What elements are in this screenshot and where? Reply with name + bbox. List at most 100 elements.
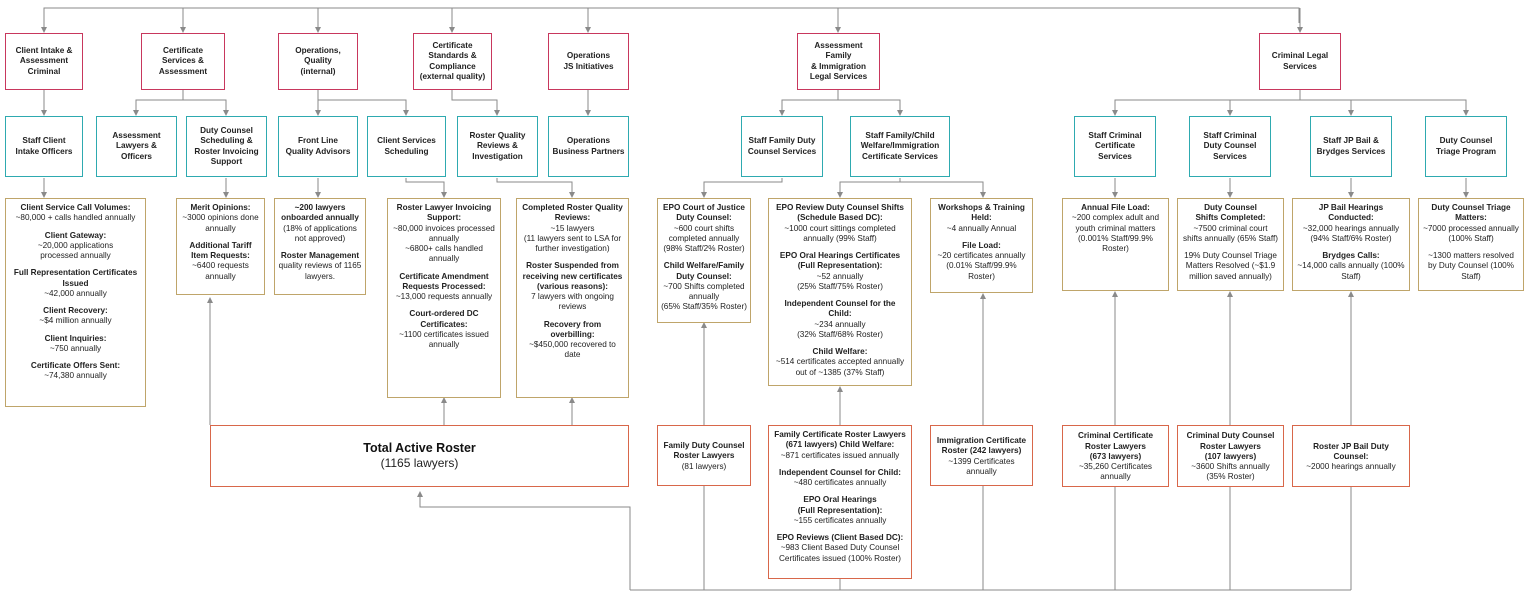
stat-item: ~200 lawyers onboarded annually(18% of a… [281, 203, 359, 244]
stat-item: Client Recovery:~$4 million annually [39, 306, 111, 327]
stat-value: (81 lawyers) [681, 461, 727, 471]
stat-value: ~480 certificates annually [793, 478, 887, 487]
stat-item: Client Gateway:~20,000 applications proc… [38, 231, 113, 262]
unit-staff-family-duty-counsel: Staff Family Duty Counsel Services [741, 116, 823, 177]
unit-label: Staff Criminal Duty Counsel Services [1203, 131, 1257, 161]
stat-value: ~52 annually (25% Staff/75% Roster) [797, 271, 883, 291]
stat-item: Annual File Load:~200 complex adult and … [1072, 203, 1159, 254]
stats-duty-counsel-triage: Duty Counsel Triage Matters:~7000 proces… [1418, 198, 1524, 291]
stat-item: Roster Suspended from receiving new cert… [523, 261, 623, 312]
dept-certificate-services-assessment: Certificate Services & Assessment [141, 33, 225, 90]
dept-label: Criminal Legal Services [1271, 51, 1329, 71]
stat-value: ~1100 certificates issued annually [399, 329, 489, 349]
stat-value: ~3000 opinions done annually [182, 213, 259, 233]
stat-item: Roster JP Bail Duty Counsel:~2000 hearin… [1296, 442, 1406, 473]
stats-client-intake: Client Service Call Volumes:~80,000 + ca… [5, 198, 146, 407]
stat-value: ~234 annually (32% Staff/68% Roster) [797, 319, 883, 339]
stat-value: 7 lawyers with ongoing reviews [531, 292, 614, 312]
stats-roster-quality: Completed Roster Quality Reviews:~15 law… [516, 198, 629, 398]
dept-criminal-legal-services: Criminal Legal Services [1259, 33, 1341, 90]
stat-item: Certificate Offers Sent:~74,380 annually [31, 361, 120, 382]
unit-staff-jp-bail-brydges: Staff JP Bail & Brydges Services [1310, 116, 1392, 177]
stat-item: EPO Court of Justice Duty Counsel:~600 c… [663, 203, 745, 254]
unit-duty-counsel-scheduling: Duty Counsel Scheduling & Roster Invoici… [186, 116, 267, 177]
stats-criminal-duty-counsel: Duty Counsel Shifts Completed:~7500 crim… [1177, 198, 1284, 291]
stat-item: Child Welfare/Family Duty Counsel:~700 S… [661, 261, 747, 312]
stat-item: Client Service Call Volumes:~80,000 + ca… [16, 203, 136, 224]
dept-assessment-family-immigration: Assessment Family & Immigration Legal Se… [797, 33, 880, 90]
stat-heading: Family Duty Counsel Roster Lawyers [663, 441, 745, 461]
stat-heading: Roster Lawyer Invoicing Support: [396, 203, 492, 223]
stat-item: EPO Oral Hearings Certificates (Full Rep… [780, 251, 900, 292]
stat-item: Criminal Certificate Roster Lawyers (673… [1078, 431, 1153, 482]
roster-family-certificate: Family Certificate Roster Lawyers (671 l… [768, 425, 912, 579]
stat-item: Completed Roster Quality Reviews:~15 law… [522, 203, 623, 254]
unit-staff-family-child-welfare-immigration: Staff Family/Child Welfare/Immigration C… [850, 116, 950, 177]
stat-item: Family Duty Counsel Roster Lawyers(81 la… [664, 441, 745, 472]
stat-value: ~3600 Shifts annually (35% Roster) [1191, 462, 1270, 482]
unit-duty-counsel-triage: Duty Counsel Triage Program [1425, 116, 1507, 177]
unit-label: Staff Client Intake Officers [15, 136, 73, 156]
stat-item: Court-ordered DC Certificates:~1100 cert… [399, 309, 489, 350]
unit-label: Staff JP Bail & Brydges Services [1316, 136, 1386, 156]
total-roster-title: Total Active Roster [363, 440, 476, 455]
stat-value: ~4 annually Annual [946, 223, 1017, 233]
stat-value: ~80,000 invoices processed annually ~680… [393, 223, 495, 264]
stats-duty-counsel-scheduling: Merit Opinions:~3000 opinions done annua… [176, 198, 265, 295]
stat-value: ~1000 court sittings completed annually … [784, 223, 896, 243]
stat-item: EPO Review Duty Counsel Shifts (Schedule… [776, 203, 904, 244]
total-roster-subtitle: (1165 lawyers) [380, 456, 459, 471]
stat-heading: Roster JP Bail Duty Counsel: [1313, 441, 1389, 461]
stat-heading: Roster Management [280, 251, 360, 260]
roster-immigration-certificate: Immigration Certificate Roster (242 lawy… [930, 425, 1033, 486]
unit-label: Front Line Quality Advisors [285, 136, 351, 156]
dept-client-intake-assessment-criminal: Client Intake & Assessment Criminal [5, 33, 83, 90]
unit-operations-business-partners: Operations Business Partners [548, 116, 629, 177]
stats-criminal-certificate: Annual File Load:~200 complex adult and … [1062, 198, 1169, 291]
dept-label: Client Intake & Assessment Criminal [15, 46, 73, 76]
stat-item: Criminal Duty Counsel Roster Lawyers (10… [1187, 431, 1275, 482]
stat-value: ~1399 Certificates annually [948, 456, 1015, 476]
stat-heading: JP Bail Hearings Conducted: [1318, 203, 1384, 223]
stat-item: Workshops & Training Held:~4 annually An… [938, 203, 1025, 234]
unit-label: Roster Quality Reviews & Investigation [469, 131, 526, 161]
stat-heading: Client Inquiries: [44, 333, 107, 343]
stat-heading: Duty Counsel Shifts Completed: [1195, 203, 1266, 223]
stat-heading: Client Gateway: [44, 230, 107, 240]
stat-heading: Certificate Amendment Requests Processed… [399, 271, 489, 291]
stat-value: ~2000 hearings annually [1306, 462, 1396, 472]
unit-label: Staff Criminal Certificate Services [1088, 131, 1142, 161]
stat-heading: Annual File Load: [1081, 203, 1150, 212]
stat-item: EPO Reviews (Client Based DC):~983 Clien… [777, 533, 903, 564]
unit-front-line-quality-advisors: Front Line Quality Advisors [278, 116, 358, 177]
stat-item: Client Inquiries:~750 annually [45, 334, 107, 355]
roster-criminal-certificate: Criminal Certificate Roster Lawyers (673… [1062, 425, 1169, 487]
stat-value: ~7000 processed annually (100% Staff) [1423, 223, 1519, 243]
stat-value: ~20,000 applications processed annually [37, 240, 114, 260]
stat-heading: Certificate Offers Sent: [30, 361, 121, 370]
stats-jp-bail-brydges: JP Bail Hearings Conducted:~32,000 heari… [1292, 198, 1410, 291]
stat-heading: Criminal Duty Counsel Roster Lawyers (10… [1186, 431, 1275, 461]
stat-item: EPO Oral Hearings (Full Representation):… [794, 495, 887, 526]
dept-operations-quality: Operations, Quality (internal) [278, 33, 358, 90]
unit-staff-criminal-duty-counsel: Staff Criminal Duty Counsel Services [1189, 116, 1271, 177]
stat-value: ~871 certificates issued annually [780, 450, 900, 460]
stat-heading: Merit Opinions: [190, 203, 251, 212]
roster-family-duty-counsel: Family Duty Counsel Roster Lawyers(81 la… [657, 425, 751, 486]
dept-label: Assessment Family & Immigration Legal Se… [809, 41, 868, 81]
stat-value: ~200 complex adult and youth criminal ma… [1071, 213, 1160, 253]
stat-item: Additional Tariff Item Requests:~6400 re… [189, 241, 251, 282]
stat-item: Child Welfare:~514 certificates accepted… [776, 347, 904, 378]
unit-label: Duty Counsel Scheduling & Roster Invoici… [194, 126, 259, 166]
stat-value: ~983 Client Based Duty Counsel Certifica… [779, 543, 901, 563]
stats-front-line-quality: ~200 lawyers onboarded annually(18% of a… [274, 198, 366, 295]
stat-value: (18% of applications not approved) [283, 223, 357, 243]
dept-label: Certificate Standards & Compliance (exte… [419, 41, 486, 81]
stat-heading: Family Certificate Roster Lawyers (671 l… [774, 430, 906, 450]
stat-item: Family Certificate Roster Lawyers (671 l… [774, 430, 906, 461]
stat-item: Immigration Certificate Roster (242 lawy… [937, 436, 1026, 477]
stat-value: ~6400 requests annually [192, 261, 249, 281]
stat-value: ~7500 criminal court shifts annually (65… [1183, 223, 1278, 243]
